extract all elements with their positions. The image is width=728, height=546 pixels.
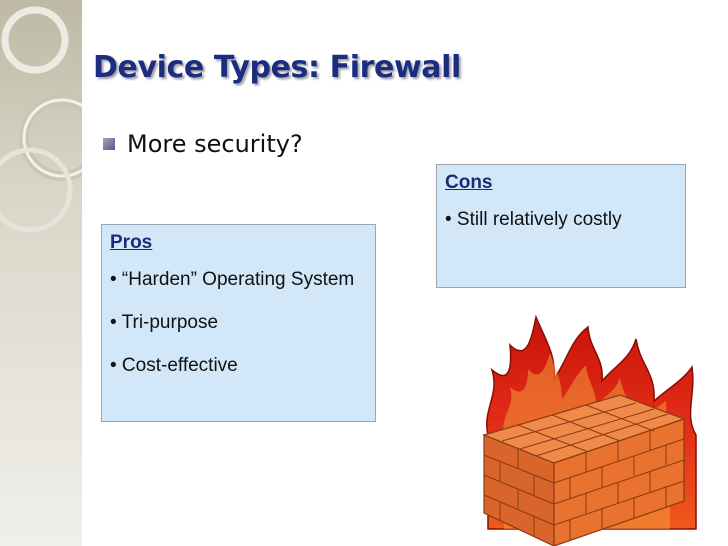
firewall-icon	[482, 315, 697, 546]
square-bullet-icon	[103, 138, 115, 150]
cons-box: Cons • Still relatively costly	[436, 164, 686, 288]
main-bullet-text: More security?	[127, 130, 303, 158]
slide-decoration-rings	[0, 0, 90, 546]
pros-heading: Pros	[110, 232, 153, 253]
slide-title: Device Types: Firewall	[93, 50, 461, 85]
pros-item: • Cost-effective	[110, 355, 238, 376]
cons-heading: Cons	[445, 172, 493, 193]
pros-box: Pros • “Harden” Operating System • Tri-p…	[101, 224, 376, 422]
wall-front	[483, 434, 555, 546]
pros-item: • Tri-purpose	[110, 312, 219, 333]
cons-item: • Still relatively costly	[445, 209, 622, 230]
pros-item: • “Harden” Operating System	[110, 269, 355, 290]
main-bullet: More security?	[103, 130, 303, 158]
